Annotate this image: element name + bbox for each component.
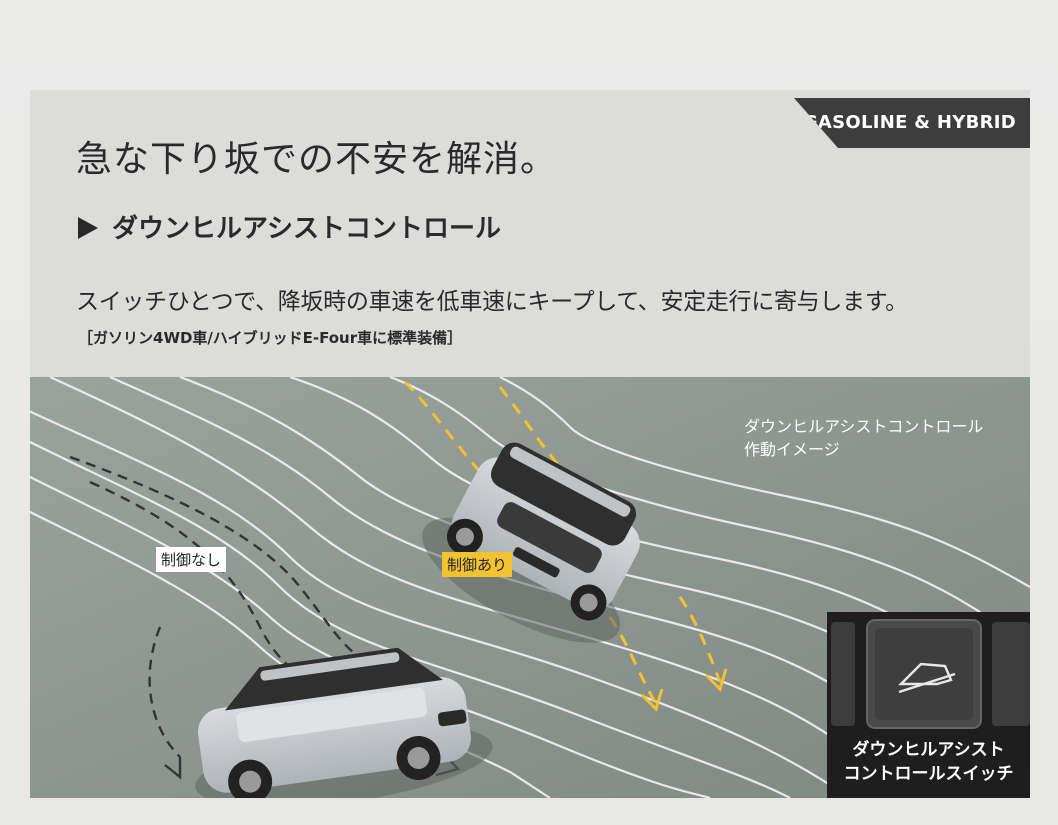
powertrain-badge: GASOLINE & HYBRID [794, 98, 1030, 148]
label-with-control: 制御あり [442, 552, 513, 577]
feature-title-row: ダウンヒルアシストコントロール [78, 208, 501, 245]
car-with-control [422, 442, 640, 643]
caption-line-1: ダウンヒルアシストコントロール [744, 417, 984, 436]
triangle-right-icon [78, 217, 98, 239]
downhill-car-icon [898, 662, 956, 694]
switch-panel [827, 612, 1030, 798]
caption-line-2: 作動イメージ [744, 440, 840, 459]
arrow-with-control-2 [704, 668, 728, 692]
arrow-with-control-1 [640, 688, 664, 712]
headline: 急な下り坂での不安を解消。 [76, 139, 558, 180]
switch-label: ダウンヒルアシスト コントロールスイッチ [827, 738, 1030, 786]
label-without-control: 制御なし [156, 547, 227, 572]
equipment-note: ［ガソリン4WD車/ハイブリッドE-Four車に標準装備］ [78, 329, 463, 347]
switch-label-line-2: コントロールスイッチ [843, 764, 1014, 784]
feature-panel: GASOLINE & HYBRID 急な下り坂での不安を解消。 ダウンヒルアシス… [30, 90, 1030, 798]
illustration-caption: ダウンヒルアシストコントロール 作動イメージ [744, 415, 983, 461]
downhill-illustration [30, 377, 1030, 798]
feature-description: スイッチひとつで、降坂時の車速を低車速にキープして、安定走行に寄与します。 [76, 289, 908, 315]
arrow-swerve [164, 757, 182, 780]
feature-title: ダウンヒルアシストコントロール [112, 214, 501, 244]
car-without-control [195, 647, 493, 798]
switch-label-line-1: ダウンヒルアシスト [852, 740, 1005, 760]
